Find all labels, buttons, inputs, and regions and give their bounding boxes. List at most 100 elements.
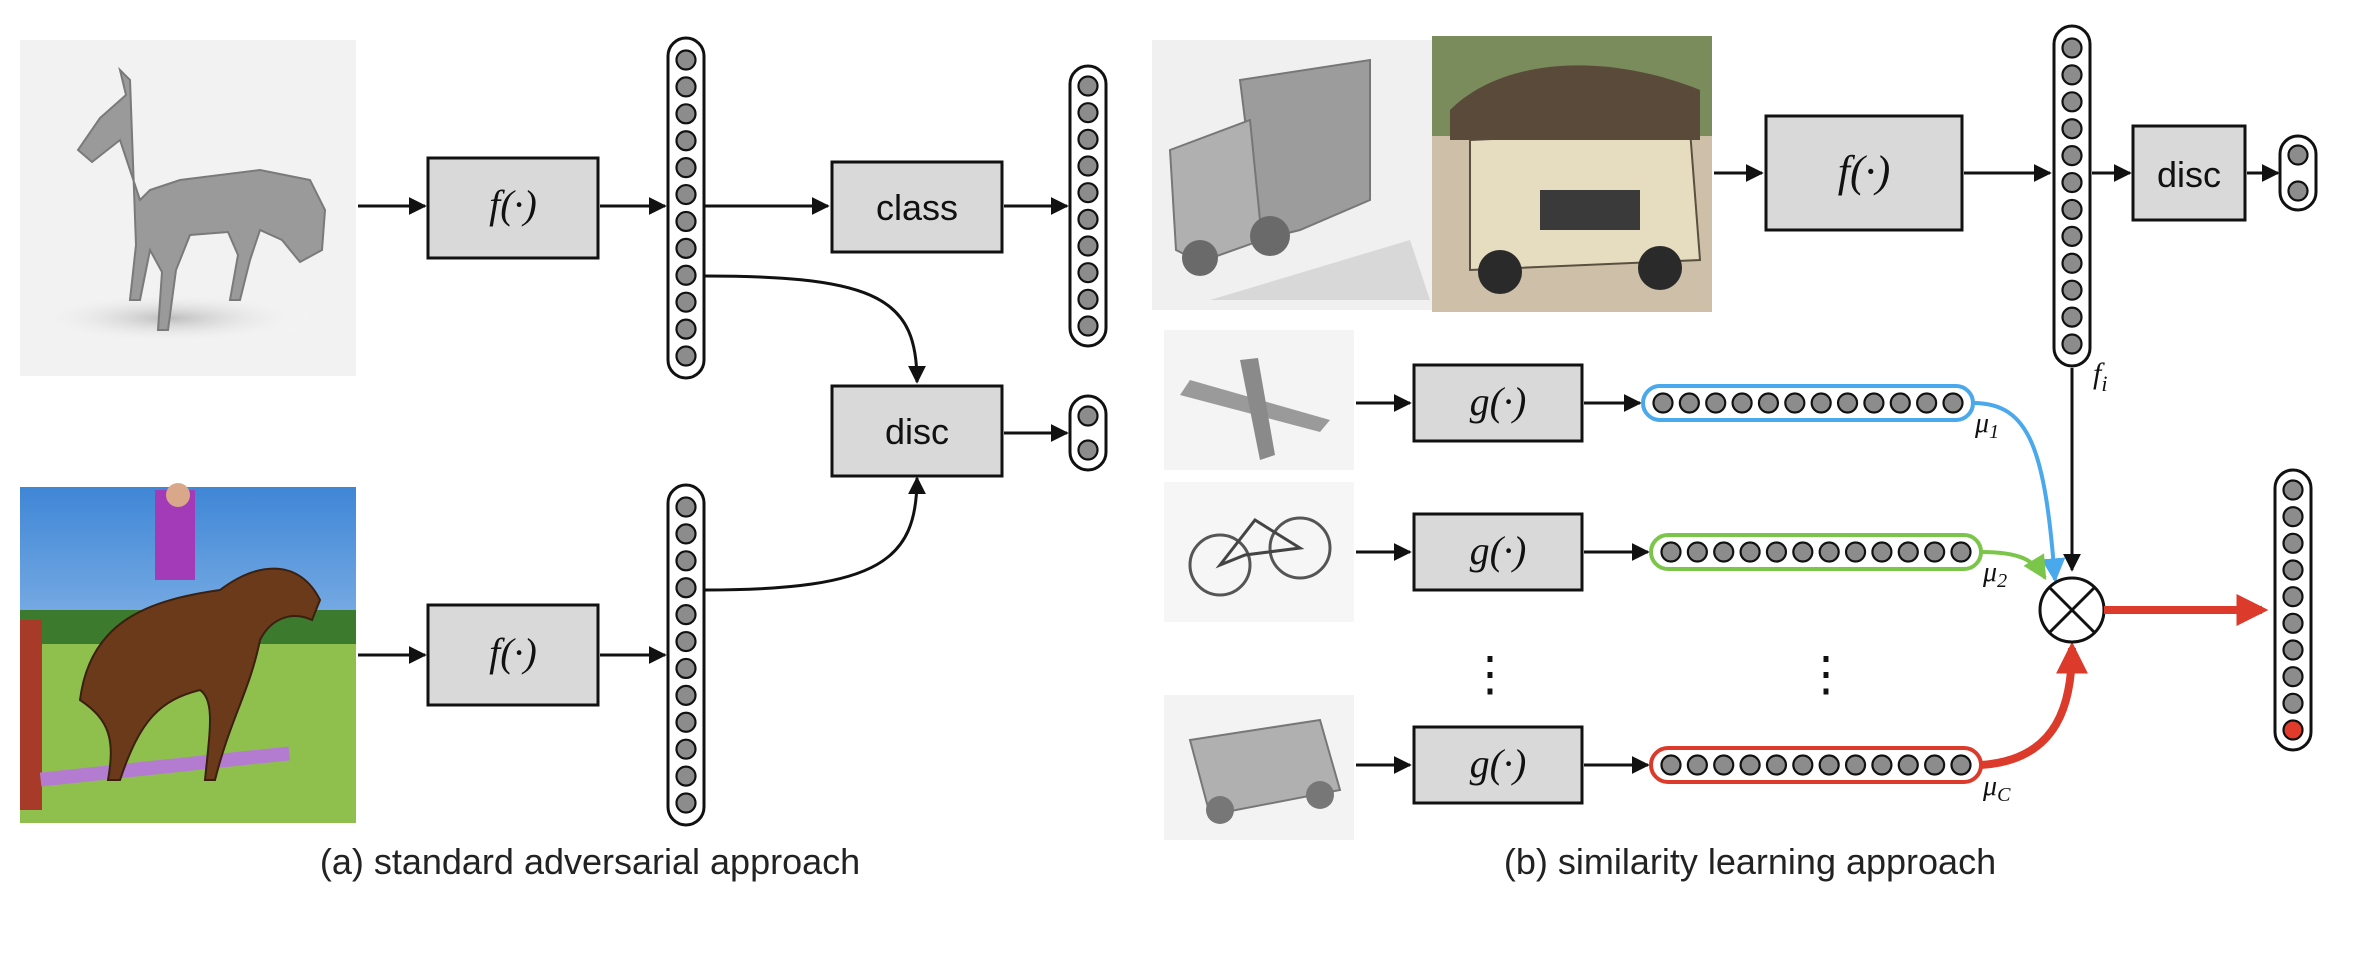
vector-element [1792, 541, 1814, 563]
g-box-C: g(·) [1412, 725, 1584, 805]
vector-element [1077, 155, 1099, 177]
vector-element [2061, 225, 2083, 247]
disc-box-a: disc [830, 384, 1004, 478]
vector-element [2282, 612, 2304, 634]
vector-element [2282, 532, 2304, 554]
vector-element [1713, 541, 1735, 563]
disc-label: disc [885, 411, 949, 452]
f-label: f(·) [1838, 147, 1891, 196]
vector-element [1739, 541, 1761, 563]
similarity-output-vector [2273, 468, 2313, 752]
vector-element [1678, 392, 1700, 414]
vector-element [2282, 559, 2304, 581]
vector-element [1077, 262, 1099, 284]
f-box-a-bottom: f(·) [426, 603, 600, 707]
disc-box-b: disc [2131, 124, 2247, 222]
ellipsis-prototype-column: ⋮ [1802, 648, 1850, 701]
vector-element [1942, 392, 1964, 414]
arrow-muC-to-multiply [1980, 641, 2088, 769]
feature-vector-f-i [2052, 24, 2092, 368]
mu-1-label: μ1 [1974, 408, 1999, 443]
vector-element [2061, 333, 2083, 355]
vector-element [1077, 102, 1099, 124]
ellipsis-g-column: ⋮ [1466, 648, 1514, 701]
g-box-2: g(·) [1412, 512, 1584, 592]
synthetic-bicycle-image [1164, 482, 1354, 622]
vector-element [2282, 692, 2304, 714]
vector-element [1950, 754, 1972, 776]
vector-element [2282, 479, 2304, 501]
vector-element [1950, 541, 1972, 563]
vector-element [1924, 541, 1946, 563]
vector-element [2061, 145, 2083, 167]
f-label: f(·) [489, 630, 537, 675]
vector-element [1818, 541, 1840, 563]
vector-element [1686, 541, 1708, 563]
vector-element [1705, 392, 1727, 414]
synthetic-truck-image [1152, 40, 1432, 310]
vector-element [1897, 754, 1919, 776]
vector-element [675, 604, 697, 626]
vector-element [1077, 208, 1099, 230]
vector-element [2282, 506, 2304, 528]
vector-element-active [2282, 719, 2304, 741]
vector-element [675, 345, 697, 367]
vector-element [2061, 171, 2083, 194]
vector-element [675, 130, 697, 152]
vector-element [1916, 392, 1938, 414]
vector-element [2282, 666, 2304, 688]
vector-element [1784, 392, 1806, 414]
vector-element [1889, 392, 1911, 414]
vector-element [1077, 288, 1099, 310]
f-i-label: fi [2093, 357, 2107, 396]
vector-element [1077, 235, 1099, 257]
vector-element [1863, 392, 1885, 414]
vector-element [1077, 182, 1099, 204]
vector-element [1739, 754, 1761, 776]
vector-element [2287, 180, 2309, 202]
vector-element [675, 237, 697, 259]
vector-element [1765, 754, 1788, 776]
vector-element [675, 264, 697, 286]
vector-element [1924, 754, 1946, 776]
real-horse-photo [20, 483, 356, 823]
vector-element [1660, 754, 1682, 776]
f-label: f(·) [489, 182, 537, 227]
vector-element [1897, 541, 1919, 563]
vector-element [1871, 541, 1893, 563]
vector-element [675, 577, 697, 599]
vector-element [675, 496, 697, 518]
disc-label: disc [2157, 154, 2221, 195]
vector-element [675, 76, 697, 98]
vector-element [1731, 392, 1753, 414]
class-label: class [876, 187, 958, 228]
vector-element [1077, 128, 1099, 150]
vector-element [1765, 541, 1788, 563]
vector-element [675, 550, 697, 572]
vector-element [675, 210, 697, 233]
vector-element [675, 684, 697, 706]
vector-element [675, 291, 697, 313]
synthetic-airplane-image [1164, 330, 1354, 470]
vector-element [2061, 64, 2083, 86]
synthetic-vehicle-image [1164, 695, 1354, 840]
vector-element [675, 157, 697, 179]
vector-element [675, 523, 697, 545]
vector-element [1077, 439, 1099, 461]
g-label: g(·) [1470, 379, 1527, 424]
feature-vector-a-bottom [666, 483, 706, 827]
vector-element [1871, 754, 1893, 776]
vector-element [2061, 118, 2083, 140]
class-output-vector [1068, 64, 1108, 348]
g-box-1: g(·) [1412, 363, 1584, 443]
prototype-vector-mu2 [1649, 533, 1983, 571]
vector-element [1792, 754, 1814, 776]
vector-element [1844, 541, 1867, 563]
vector-element [675, 738, 697, 760]
vector-element [1818, 754, 1840, 776]
vector-element [1652, 392, 1674, 414]
synthetic-horse-image [20, 40, 356, 376]
feature-vector-a-top [666, 36, 706, 380]
vector-element [675, 792, 697, 814]
